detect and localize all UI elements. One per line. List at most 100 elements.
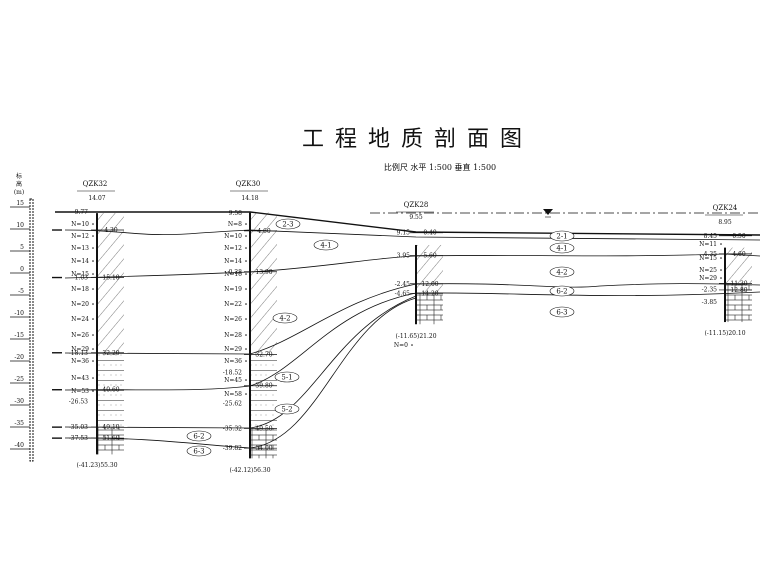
spt-point — [245, 260, 247, 262]
layer-depth: 15.10 — [102, 275, 119, 282]
layer-depth: 40.60 — [102, 387, 119, 394]
layer-depth: 13.90 — [255, 269, 272, 276]
layer-depth: 11.30 — [730, 280, 747, 287]
layer-top-elevation: 9.58 — [229, 210, 243, 217]
layer-label-ellipse — [186, 445, 212, 457]
spt-point — [245, 235, 247, 237]
layer-top-elevation: -37.53 — [69, 435, 88, 442]
spt-n-value: N=36 — [71, 358, 89, 365]
layer-label-text: 5-1 — [281, 374, 292, 382]
layer-label-ellipse — [549, 242, 575, 254]
layer-top-elevation: -35.32 — [223, 425, 242, 432]
layer-label-ellipse — [272, 312, 298, 324]
spt-point — [92, 390, 94, 392]
elevation-ruler — [29, 198, 34, 462]
spt-point — [720, 269, 722, 271]
soil-column-segment — [725, 289, 752, 323]
scale-text: 比例尺 水平 1:500 垂直 1:500 — [384, 162, 496, 172]
spt-point — [245, 360, 247, 362]
layer-depth: 54.00 — [255, 445, 272, 452]
spt-point — [245, 379, 247, 381]
spt-point — [411, 344, 413, 346]
spt-n-value: N=11 — [699, 241, 717, 248]
layer-top-elevation: 0.28 — [229, 269, 243, 276]
layer-label-4-1: 4-1 — [313, 239, 339, 251]
axis-tick-label: -40 — [14, 442, 24, 449]
spt-point — [92, 260, 94, 262]
layer-top-elevation: -1.03 — [73, 275, 89, 282]
axis-tick-label: 0 — [20, 266, 24, 273]
spt-n-value: N=53 — [71, 388, 89, 395]
spt-n-value: N=26 — [224, 316, 242, 323]
spt-point — [92, 334, 94, 336]
spt-point — [245, 273, 247, 275]
spt-n-value: N=29 — [224, 346, 242, 353]
layer-depth: 4.30 — [104, 227, 118, 234]
soil-column-segment — [97, 213, 124, 231]
layer-depth: 12.00 — [421, 281, 438, 288]
layer-label-ellipse — [275, 218, 301, 230]
spt-n-value: N=24 — [71, 316, 89, 323]
borehole-name: QZK28 — [404, 201, 429, 209]
spt-point — [92, 348, 94, 350]
layer-label-6-3: 6-3 — [549, 306, 575, 318]
boundary-4-1-4-2 — [64, 253, 760, 279]
spt-n-value: N=43 — [71, 375, 89, 382]
layer-label-ellipse — [549, 306, 575, 318]
spt-point — [245, 247, 247, 249]
layer-label-4-2: 4-2 — [549, 266, 575, 278]
layer-depth: 0.40 — [423, 230, 437, 237]
layer-label-4-2: 4-2 — [272, 312, 298, 324]
spt-n-value: N=14 — [224, 258, 242, 265]
layer-label-4-1: 4-1 — [549, 242, 575, 254]
layer-label-ellipse — [549, 266, 575, 278]
layer-label-text: 4-2 — [279, 315, 290, 323]
layer-depth: 39.80 — [255, 383, 272, 390]
borehole-name: QZK24 — [713, 204, 738, 212]
spt-n-value: N=25 — [699, 267, 717, 274]
layer-depth: 4.60 — [732, 251, 746, 258]
spt-n-value: N=29 — [71, 346, 89, 353]
drawing-title: 工 程 地 质 剖 面 图 — [302, 127, 524, 152]
layer-label-ellipse — [274, 403, 300, 415]
axis-label-2: 高 — [16, 180, 22, 188]
borehole-bottom: (-11.65)21.20 — [395, 333, 436, 340]
spt-n-value: N=28 — [224, 332, 242, 339]
spt-n-value: N=36 — [224, 358, 242, 365]
soil-column-segment — [416, 255, 443, 284]
axis-tick-label: -20 — [14, 354, 24, 361]
soil-column-segment — [250, 354, 277, 386]
ground-elevation: 9.55 — [409, 214, 423, 221]
axis-tick-label: -25 — [14, 376, 24, 383]
ground-surface-line — [55, 211, 760, 236]
spt-n-value: N=20 — [71, 301, 89, 308]
soil-column-segment — [416, 244, 443, 256]
spt-n-value: N=12 — [71, 233, 89, 240]
layer-top-elevation: 4.35 — [704, 251, 718, 258]
spt-n-value: N=10 — [224, 233, 242, 240]
layer-depth: 32.20 — [102, 350, 119, 357]
layer-label-2-1: 2-1 — [549, 230, 575, 242]
spt-point — [92, 318, 94, 320]
soil-column-segment — [97, 230, 124, 278]
layer-top-elevation: -25.62 — [223, 401, 242, 408]
spt-n-value: N=15 — [71, 271, 89, 278]
layer-depth: 49.10 — [102, 424, 119, 431]
layer-label-text: 6-3 — [193, 448, 204, 456]
spt-point — [92, 377, 94, 379]
layer-top-elevation: 3.95 — [397, 253, 411, 260]
layer-label-6-2: 6-2 — [186, 430, 212, 442]
spt-point — [92, 223, 94, 225]
spt-n-value: N=0 — [394, 342, 408, 349]
layer-labels: 2-34-14-25-15-26-26-32-14-14-26-26-3 — [186, 218, 575, 457]
axis-tick-label: -5 — [18, 288, 24, 295]
borehole-bottom: (-41.23)55.30 — [76, 462, 117, 469]
spt-n-value: N=22 — [224, 301, 242, 308]
ground-elevation: 14.07 — [88, 195, 105, 202]
